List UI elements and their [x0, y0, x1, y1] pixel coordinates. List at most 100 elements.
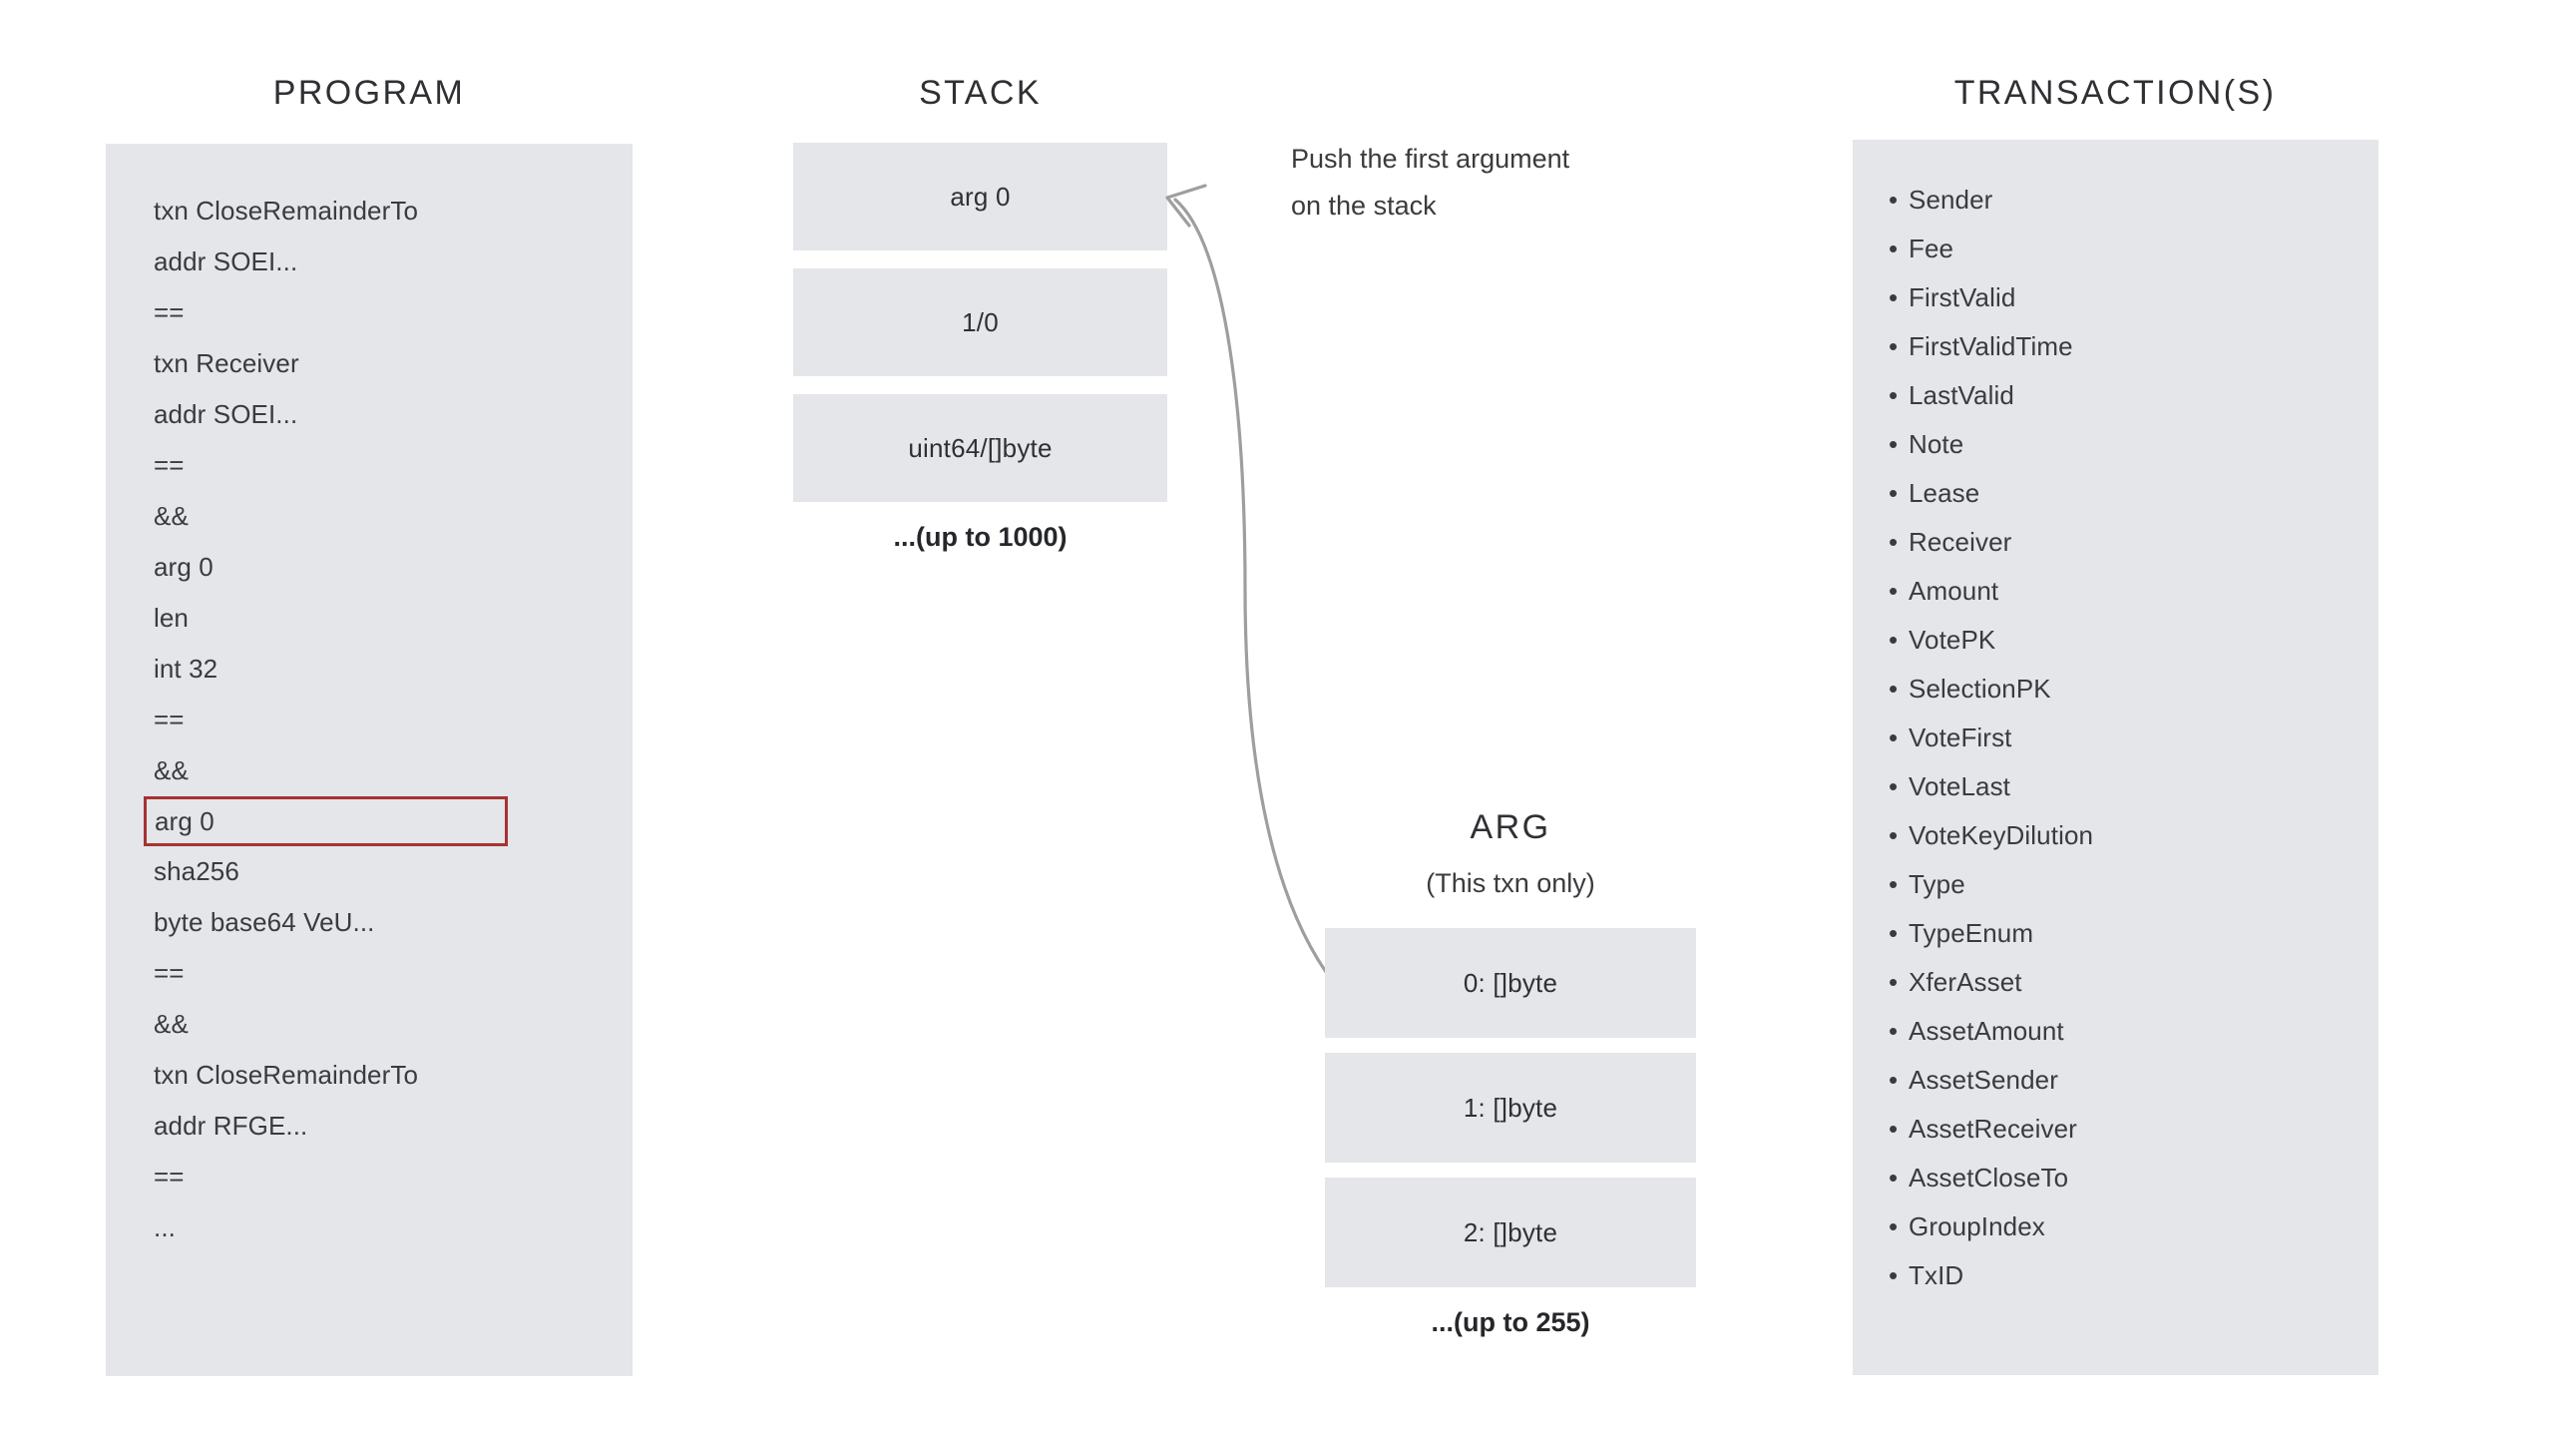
transaction-field-label: Sender	[1909, 185, 1993, 215]
transaction-field-item: • Sender	[1889, 176, 2367, 225]
transaction-field-label: SelectionPK	[1909, 674, 2051, 704]
program-column-title: PROGRAM	[272, 74, 466, 112]
transaction-field-label: Lease	[1909, 478, 1980, 508]
bullet-icon: •	[1889, 1016, 1899, 1046]
stack-cell-middle: 1/0	[793, 268, 1167, 376]
bullet-icon: •	[1889, 576, 1899, 606]
bullet-icon: •	[1889, 1163, 1899, 1193]
bullet-icon: •	[1889, 722, 1899, 752]
program-panel	[106, 144, 633, 1376]
arg-cell-0: 0: []byte	[1325, 928, 1696, 1038]
program-listing: txn CloseRemainderTo addr SOEI... == txn Re…	[144, 186, 613, 1253]
bullet-icon: •	[1889, 918, 1899, 948]
bullet-icon: •	[1889, 234, 1899, 263]
transaction-field-label: FirstValid	[1909, 282, 2016, 312]
bullet-icon: •	[1889, 478, 1899, 508]
transaction-field-label: TxID	[1909, 1260, 1964, 1290]
transaction-field-label: VoteFirst	[1909, 722, 2012, 752]
program-line: addr SOEI...	[154, 399, 298, 429]
program-line: ...	[154, 1212, 176, 1242]
bullet-icon: •	[1889, 674, 1899, 704]
transaction-field-item: • TypeEnum	[1889, 909, 2367, 958]
stack-column-title: STACK	[919, 74, 1042, 112]
program-line: byte base64 VeU...	[154, 907, 375, 937]
program-line: txn CloseRemainderTo	[154, 196, 419, 226]
arg-column-title: ARG	[1470, 808, 1551, 846]
transaction-field-item: • VoteFirst	[1889, 714, 2367, 762]
bullet-icon: •	[1889, 1065, 1899, 1095]
bullet-icon: •	[1889, 429, 1899, 459]
bullet-icon: •	[1889, 771, 1899, 801]
program-line: len	[154, 603, 189, 633]
program-line: ==	[154, 297, 185, 327]
stack-cell-top: arg 0	[793, 143, 1167, 250]
transaction-field-item: • Amount	[1889, 567, 2367, 616]
arg-cell-2: 2: []byte	[1325, 1178, 1696, 1287]
program-line: txn CloseRemainderTo	[154, 1060, 419, 1090]
transactions-column-title: TRANSACTION(S)	[1953, 74, 2277, 112]
program-line: ==	[154, 958, 185, 988]
transaction-field-item: • LastValid	[1889, 371, 2367, 420]
program-line-highlighted: arg 0	[144, 796, 508, 846]
program-line: ==	[154, 450, 185, 480]
arg-cell-1: 1: []byte	[1325, 1053, 1696, 1163]
transaction-field-label: VoteLast	[1909, 771, 2010, 801]
transaction-field-label: VoteKeyDilution	[1909, 820, 2094, 850]
bullet-icon: •	[1889, 967, 1899, 997]
bullet-icon: •	[1889, 1114, 1899, 1144]
bullet-icon: •	[1889, 1211, 1899, 1241]
transaction-field-item: • FirstValid	[1889, 273, 2367, 322]
transaction-field-item: • Lease	[1889, 469, 2367, 518]
transaction-field-item: •FirstValidTime	[1889, 322, 2367, 371]
transaction-field-item: • SelectionPK	[1889, 665, 2367, 714]
transaction-field-item: • Receiver	[1889, 518, 2367, 567]
transaction-field-item: •VotePK	[1889, 616, 2367, 665]
program-line: addr RFGE...	[154, 1111, 308, 1141]
push-annotation: Push the first argument on the stack	[1291, 136, 1710, 230]
program-line: int 32	[154, 654, 218, 684]
push-annotation-line2: on the stack	[1291, 191, 1437, 221]
program-line: ==	[154, 1162, 185, 1192]
transaction-field-label: XferAsset	[1909, 967, 2022, 997]
bullet-icon: •	[1889, 380, 1899, 410]
bullet-icon: •	[1889, 331, 1899, 361]
transaction-field-item: •VoteKeyDilution	[1889, 811, 2367, 860]
transaction-field-item: • Type	[1889, 860, 2367, 909]
transaction-field-label: Type	[1909, 869, 1965, 899]
transaction-field-label: Fee	[1909, 234, 1954, 263]
transaction-field-label: LastValid	[1909, 380, 2014, 410]
bullet-icon: •	[1889, 527, 1899, 557]
bullet-icon: •	[1889, 282, 1899, 312]
transaction-field-item: •TxID	[1889, 1251, 2367, 1300]
transaction-field-label: AssetSender	[1909, 1065, 2058, 1095]
arg-capacity-caption: ...(up to 255)	[1431, 1307, 1590, 1337]
transaction-field-label: AssetCloseTo	[1909, 1163, 2069, 1193]
transaction-field-label: TypeEnum	[1909, 918, 2034, 948]
transaction-field-item: • VoteLast	[1889, 762, 2367, 811]
transaction-field-item: • AssetReceiver	[1889, 1105, 2367, 1154]
transaction-field-label: Note	[1909, 429, 1964, 459]
arg-column-subtitle: (This txn only)	[1426, 868, 1595, 898]
transaction-field-label: Amount	[1909, 576, 1999, 606]
transaction-field-item: • Fee	[1889, 225, 2367, 273]
program-line: sha256	[154, 856, 239, 886]
stack-capacity-caption: ...(up to 1000)	[893, 522, 1068, 552]
transaction-field-label: Receiver	[1909, 527, 2012, 557]
transaction-field-item: • AssetAmount	[1889, 1007, 2367, 1056]
program-line: &&	[154, 755, 189, 785]
program-line: txn Receiver	[154, 348, 299, 378]
transaction-field-item: • XferAsset	[1889, 958, 2367, 1007]
push-annotation-line1: Push the first argument	[1291, 144, 1570, 174]
bullet-icon: •	[1889, 625, 1899, 655]
transaction-field-label: AssetReceiver	[1909, 1114, 2077, 1144]
transaction-field-item: • AssetSender	[1889, 1056, 2367, 1105]
bullet-icon: •	[1889, 869, 1899, 899]
program-line: arg 0	[154, 552, 214, 582]
program-line: &&	[154, 501, 189, 531]
bullet-icon: •	[1889, 185, 1899, 215]
transaction-field-label: AssetAmount	[1909, 1016, 2064, 1046]
transaction-field-item: • AssetCloseTo	[1889, 1154, 2367, 1202]
transactions-panel	[1853, 140, 2378, 1375]
program-line: ==	[154, 705, 185, 734]
